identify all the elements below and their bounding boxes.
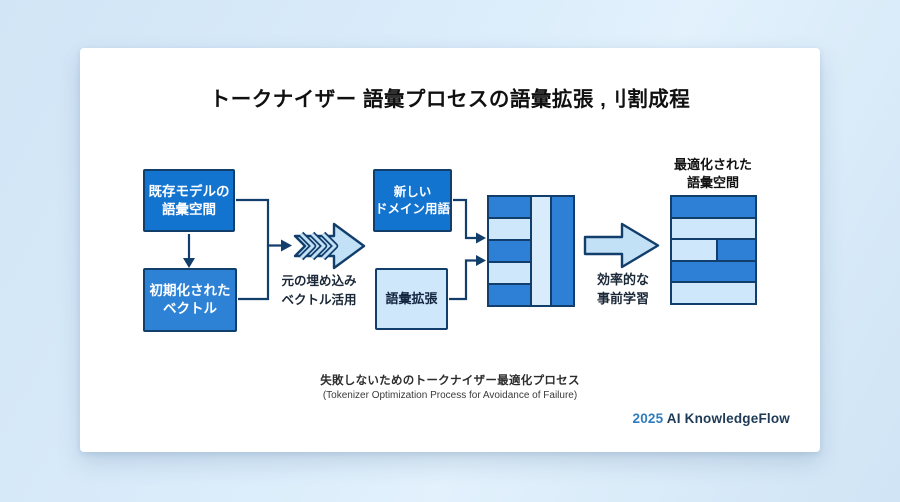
merged-vocab-right-column [552, 197, 573, 305]
node-existing-model-line1: 既存モデルの [148, 183, 230, 199]
caption-japanese: 失敗しないためのトークナイザー最適化プロセス [320, 375, 580, 387]
vocab-cell [672, 283, 755, 303]
node-vocab-expansion-label: 語彙拡張 [385, 290, 438, 306]
merged-vocab-matrix [487, 195, 575, 307]
vocab-cell [489, 197, 530, 217]
merged-vocab-middle-column [532, 197, 550, 305]
label-optimized-vocab-space: 最適化された 語彙空間 [655, 156, 771, 192]
vocab-cell [672, 218, 755, 239]
caption: 失敗しないためのトークナイザー最適化プロセス (Tokenizer Optimi… [80, 372, 820, 401]
note-original-embedding-line2: ベクトル活用 [281, 292, 357, 307]
optimized-vocab-matrix [670, 195, 757, 305]
vocab-cell [672, 240, 716, 260]
note-original-embedding: 元の埋め込み ベクトル活用 [274, 272, 364, 309]
vocab-cell [489, 241, 530, 261]
node-initialized-vector-line2: ベクトル [163, 301, 217, 316]
vocab-cell [718, 240, 755, 260]
footer-brand-text: AI KnowledgeFlow [666, 411, 790, 426]
footer-year: 2025 [632, 411, 664, 426]
caption-english: (Tokenizer Optimization Process for Avoi… [322, 390, 578, 401]
vocab-cell [489, 285, 530, 305]
node-initialized-vector-line1: 初期化された [149, 283, 231, 299]
node-existing-model-line2: 語彙空間 [162, 201, 216, 217]
node-initialized-vector: 初期化された ベクトル [143, 268, 237, 332]
node-new-domain-line1: 新しい [393, 185, 432, 200]
vocab-row-split [672, 240, 755, 260]
node-vocab-expansion: 語彙拡張 [375, 268, 448, 330]
vocab-cell [672, 197, 755, 217]
vocab-cell [672, 261, 755, 282]
label-optimized-line1: 最適化された [673, 157, 752, 172]
footer-branding: 2025 AI KnowledgeFlow [80, 411, 790, 426]
node-new-domain-terms: 新しい ドメイン用語 [373, 169, 452, 232]
note-efficient-pretraining-line2: 事前学習 [596, 290, 649, 306]
label-optimized-line2: 語彙空間 [686, 175, 739, 190]
vocab-cell [489, 263, 530, 283]
node-existing-model-vocab: 既存モデルの 語彙空間 [143, 169, 235, 232]
note-efficient-pretraining-line1: 効率的な [596, 272, 649, 287]
vocab-cell [489, 219, 530, 239]
footer-brand: AI KnowledgeFlow [667, 411, 790, 426]
node-new-domain-line2: ドメイン用語 [375, 201, 451, 216]
diagram-title: トークナイザー 語彙プロセスの語彙拡張 ,刂割成程 [209, 88, 691, 111]
note-efficient-pretraining: 効率的な 事前学習 [588, 271, 658, 308]
merged-vocab-left-column [489, 197, 530, 305]
note-original-embedding-line1: 元の埋め込み [281, 274, 357, 288]
